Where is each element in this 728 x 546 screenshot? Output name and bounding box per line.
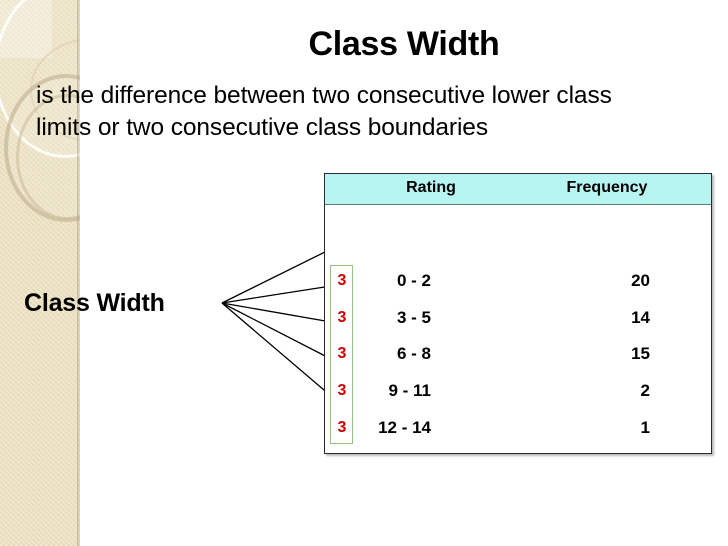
cell-rating: 9 - 11 (388, 381, 431, 400)
column-header-frequency: Frequency (566, 179, 648, 196)
leader-line-row-4 (221, 302, 332, 360)
cell-frequency: 1 (640, 418, 650, 437)
body-line-1: is the difference between two consecutiv… (36, 82, 612, 109)
cell-rating: 6 - 8 (396, 344, 431, 363)
body-line-2: limits or two consecutive class boundari… (36, 113, 488, 141)
table-row: 3 3 - 5 14 (325, 299, 711, 336)
cell-rating: 0 - 2 (396, 271, 431, 290)
leader-line-row-2 (221, 285, 332, 304)
frequency-distribution-table: Rating Frequency 3 0 - 2 20 3 3 - 5 14 3… (324, 173, 712, 454)
leader-line-row-1 (221, 248, 332, 304)
class-width-highlight-box (330, 265, 353, 444)
cell-class-width: 3 (337, 272, 347, 289)
page-title: Class Width (308, 25, 500, 63)
table-row: 3 12 - 14 1 (325, 409, 711, 446)
cell-class-width: 3 (337, 345, 347, 362)
cell-class-width: 3 (337, 309, 347, 326)
sidebar-edge-divider (77, 0, 80, 546)
column-header-rating: Rating (406, 179, 456, 196)
cell-frequency: 20 (631, 271, 650, 290)
cell-rating: 12 - 14 (378, 418, 431, 437)
table-row: 3 0 - 2 20 (325, 262, 711, 299)
leader-line-row-5 (221, 302, 332, 397)
decorative-sidebar (0, 0, 80, 546)
cell-rating: 3 - 5 (396, 308, 431, 327)
cell-frequency: 15 (631, 344, 650, 363)
cell-class-width: 3 (337, 419, 347, 436)
slide-body-text: is the difference between two consecutiv… (36, 80, 702, 144)
cell-frequency: 2 (640, 381, 650, 400)
cell-frequency: 14 (631, 308, 650, 327)
cell-class-width: 3 (337, 382, 347, 399)
table-header-row: Rating Frequency (325, 174, 711, 205)
table-row: 3 9 - 11 2 (325, 372, 711, 409)
table-row: 3 6 - 8 15 (325, 335, 711, 372)
callout-label-class-width: Class Width (24, 289, 165, 317)
leader-line-row-3 (221, 302, 332, 323)
